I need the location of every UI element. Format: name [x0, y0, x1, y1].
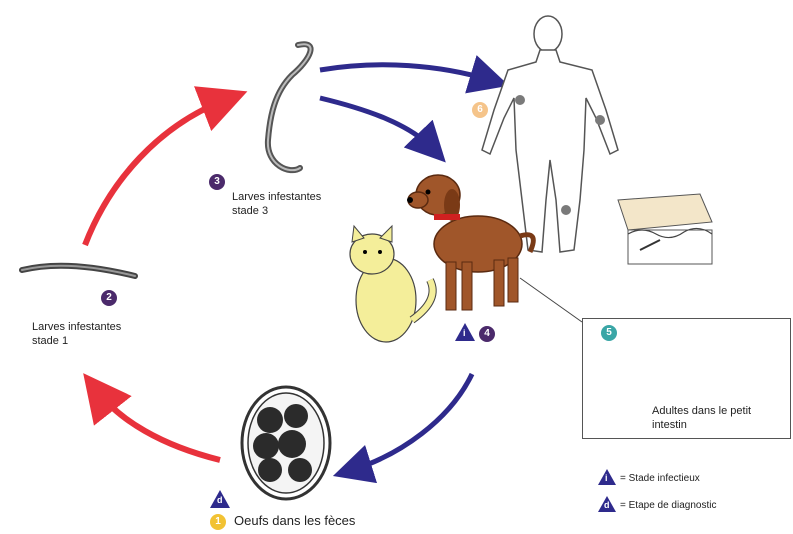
legend-diagnostic-marker: d [598, 496, 616, 512]
stage-6-badge: 6 [472, 102, 488, 118]
stage-2-badge: 2 [101, 290, 117, 306]
stage-3-badge: 3 [209, 174, 225, 190]
cat-illustration [350, 226, 433, 342]
stage-3-label: Larves infestantes stade 3 [232, 190, 321, 218]
arrow-larva3-to-human [320, 65, 490, 80]
connector-line [520, 278, 582, 322]
stage-4-badge: 4 [479, 326, 495, 342]
arrow-egg-to-larva1 [98, 392, 220, 460]
legend-infective-text: = Stade infectieux [620, 473, 700, 484]
skin-section-illustration [618, 194, 712, 264]
stage-1-badge: 1 [210, 514, 226, 530]
stage-5-badge: 5 [601, 325, 617, 341]
infective-marker: i [455, 323, 475, 341]
legend-diagnostic-text: = Etape de diagnostic [620, 500, 716, 511]
stage-5-label: Adultes dans le petit intestin [652, 404, 751, 432]
diagnostic-marker: d [210, 490, 230, 508]
arrow-larva1-to-larva3 [85, 100, 225, 245]
arrow-host-to-egg [352, 374, 472, 470]
dog-illustration [407, 175, 533, 310]
stage-1-label: Oeufs dans les fèces [234, 514, 355, 528]
legend-infective-marker: i [598, 469, 616, 485]
human-illustration [482, 16, 618, 252]
arrow-larva3-to-dog [320, 98, 432, 148]
stage-2-label: Larves infestantes stade 1 [32, 320, 121, 348]
